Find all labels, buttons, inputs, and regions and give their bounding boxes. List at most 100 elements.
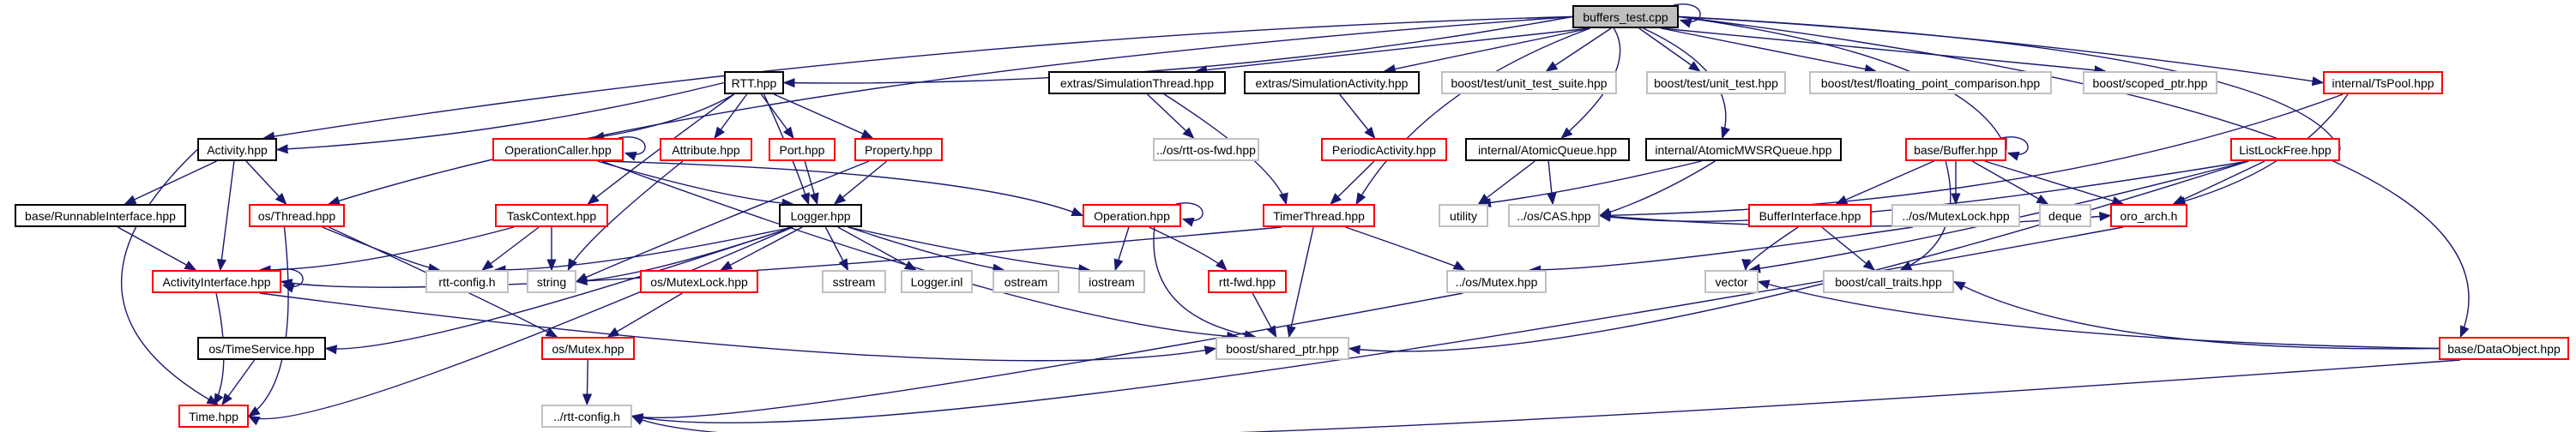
node-periodic[interactable]: PeriodicActivity.hpp [1321,138,1447,161]
edge-root-utest [1638,27,1701,72]
node-timeservice[interactable]: os/TimeService.hpp [197,337,326,360]
node-label: Logger.hpp [790,208,851,223]
node-buffer[interactable]: base/Buffer.hpp [1905,138,2006,161]
node-label: boost/shared_ptr.hpp [1226,341,1339,356]
node-utility[interactable]: utility [1439,204,1488,227]
edge-logger-iostream [848,226,1091,274]
edge-dataobject-calltraits [1952,280,2440,350]
node-rttconfig2[interactable]: ../rtt-config.h [541,405,632,428]
edge-dataobject-rttconfig2 [630,359,2461,432]
node-scopedptr[interactable]: boost/scoped_ptr.hpp [2083,71,2217,94]
edge-root-rtt [782,15,1573,88]
self-loop-buffer [2000,136,2029,161]
edge-operation-rttfwd [1149,226,1228,271]
node-timerthread[interactable]: TimerThread.hpp [1263,204,1375,227]
edge-thread-osmutex [329,226,558,338]
node-activityiface[interactable]: ActivityInterface.hpp [152,270,281,293]
node-label: boost/call_traits.hpp [1835,274,1942,289]
node-iostream[interactable]: iostream [1078,270,1145,293]
edge-root-dataobject [1678,15,2470,339]
node-oroarch[interactable]: oro_arch.h [2110,204,2187,227]
node-dataobject[interactable]: base/DataObject.hpp [2439,337,2569,360]
node-operation[interactable]: Operation.hpp [1083,204,1181,227]
edge-root-simthread [1195,27,1590,75]
node-label: TaskContext.hpp [506,208,597,223]
node-root[interactable]: buffers_test.cpp [1572,5,1679,28]
node-label: iostream [1089,274,1135,289]
node-label: ostream [1004,274,1048,289]
node-label: internal/TsPool.hpp [2332,75,2434,90]
node-label: Port.hpp [779,142,825,157]
node-simthread[interactable]: extras/SimulationThread.hpp [1048,71,1226,94]
node-osmutexlock2[interactable]: ../os/MutexLock.hpp [1891,204,2020,227]
node-tspool[interactable]: internal/TsPool.hpp [2323,71,2443,94]
node-osmutex2[interactable]: ../os/Mutex.hpp [1446,270,1547,293]
node-utsuite[interactable]: boost/test/unit_test_suite.hpp [1441,71,1617,94]
node-label: Activity.hpp [207,142,268,157]
node-activity[interactable]: Activity.hpp [197,138,277,161]
edge-timerthread-activityiface [280,226,1282,289]
node-simactivity[interactable]: extras/SimulationActivity.hpp [1244,71,1420,94]
node-deque[interactable]: deque [2039,204,2091,227]
node-port[interactable]: Port.hpp [769,138,836,161]
node-string[interactable]: string [527,270,576,293]
edge-osmutexlock-osmutex [606,292,683,338]
node-label: base/DataObject.hpp [2447,341,2561,356]
node-label: RTT.hpp [731,75,777,90]
node-opcaller[interactable]: OperationCaller.hpp [492,138,624,161]
edge-activityiface-sharedptr [259,292,1217,362]
edge-opcaller-sharedptr [601,160,1240,341]
node-label: utility [1450,208,1477,223]
edge-root-activity [262,15,1573,141]
node-atomicmwsr[interactable]: internal/AtomicMWSRQueue.hpp [1645,138,1842,161]
node-runnable[interactable]: base/RunnableInterface.hpp [15,204,186,227]
node-label: boost/scoped_ptr.hpp [2092,75,2208,90]
node-ostream[interactable]: ostream [992,270,1059,293]
self-loop-opcaller [618,136,646,161]
node-label: OperationCaller.hpp [504,142,612,157]
edge-osmutex2-rttconfig2 [630,292,1463,423]
edge-thread-time [247,226,289,417]
node-rttfwd[interactable]: rtt-fwd.hpp [1208,270,1287,293]
node-osmutexlock[interactable]: os/MutexLock.hpp [640,270,758,293]
node-label: deque [2048,208,2082,223]
edge-rtt-port [760,93,794,140]
edge-root-scopedptr [1661,27,2107,75]
node-taskcontext[interactable]: TaskContext.hpp [495,204,608,227]
node-label: BufferInterface.hpp [1759,208,1861,223]
node-logger[interactable]: Logger.hpp [779,204,862,227]
node-thread[interactable]: os/Thread.hpp [249,204,345,227]
node-label: boost/test/unit_test_suite.hpp [1451,75,1608,90]
node-label: extras/SimulationThread.hpp [1060,75,1214,90]
node-osfwd[interactable]: ../os/rtt-os-fwd.hpp [1153,138,1259,161]
node-rtt[interactable]: RTT.hpp [724,71,784,94]
node-listlockfree[interactable]: ListLockFree.hpp [2230,138,2340,161]
edge-timerthread-sharedptr [1286,226,1314,339]
node-bufferiface[interactable]: BufferInterface.hpp [1748,204,1872,227]
node-calltraits[interactable]: boost/call_traits.hpp [1823,270,1954,293]
node-loggerinl[interactable]: Logger.inl [901,270,973,293]
node-label: base/Buffer.hpp [1914,142,1998,157]
node-label: ../os/Mutex.hpp [1455,274,1538,289]
edge-oroarch-rttconfig2 [630,226,2124,423]
edge-thread-rttconfig [322,226,441,273]
edge-root-listlockfree [1678,15,2341,151]
node-fpcomp[interactable]: boost/test/floating_point_comparison.hpp [1809,71,2052,94]
node-sharedptr[interactable]: boost/shared_ptr.hpp [1216,337,1349,360]
node-attribute[interactable]: Attribute.hpp [660,138,752,161]
edge-port-logger [804,160,819,206]
node-sstream[interactable]: sstream [822,270,886,293]
node-atomicq[interactable]: internal/AtomicQueue.hpp [1465,138,1630,161]
node-utest[interactable]: boost/test/unit_test.hpp [1646,71,1786,94]
edge-operation-iostream [1113,226,1130,272]
node-time[interactable]: Time.hpp [178,405,249,428]
node-vector[interactable]: vector [1704,270,1759,293]
node-property[interactable]: Property.hpp [854,138,943,161]
node-osmutex[interactable]: os/Mutex.hpp [541,337,635,360]
edge-taskcontext-rttconfig [481,226,540,271]
node-cas[interactable]: ../os/CAS.hpp [1508,204,1600,227]
edge-opcaller-logger [597,160,794,208]
node-rttconfig[interactable]: rtt-config.h [425,270,509,293]
node-label: oro_arch.h [2120,208,2178,223]
